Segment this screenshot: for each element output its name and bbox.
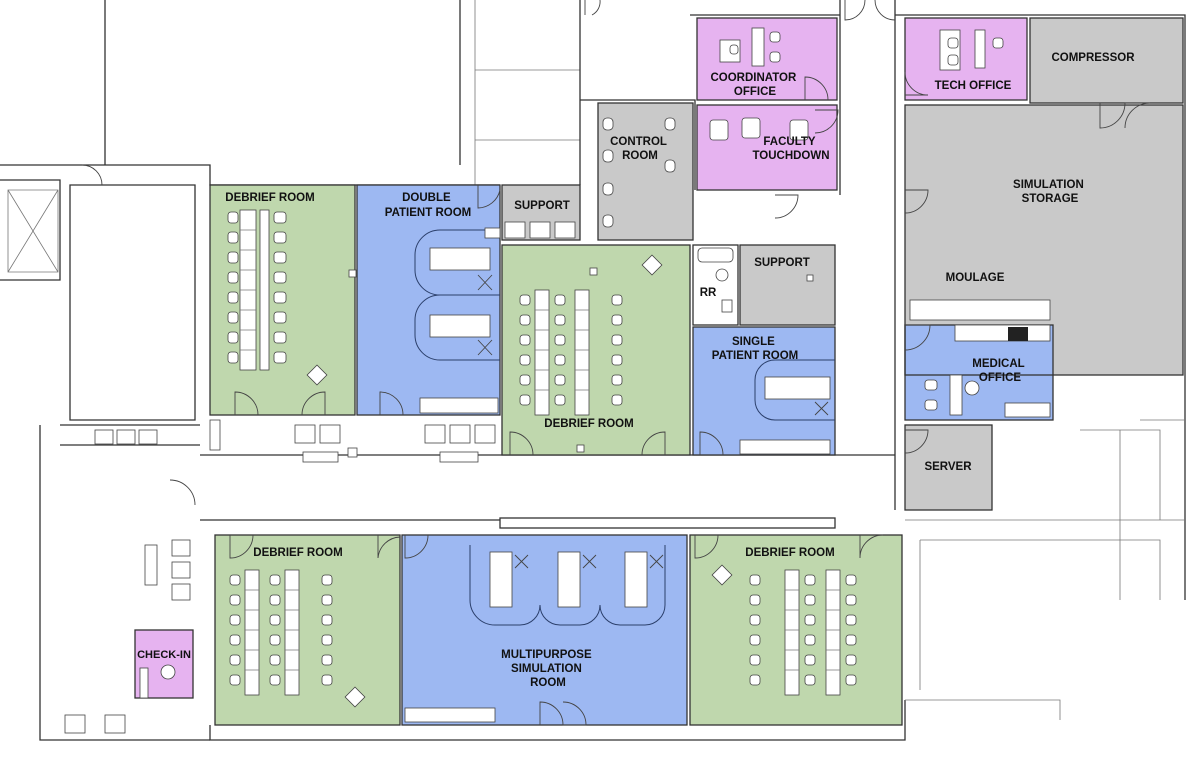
label-multipurpose-simulation-room: MULTIPURPOSE SIMULATION ROOM bbox=[501, 649, 595, 689]
room-walls bbox=[134, 17, 1184, 726]
label-check-in: CHECK-IN bbox=[137, 649, 191, 661]
label-debrief-room-3: DEBRIEF ROOM bbox=[253, 547, 342, 559]
label-moulage: MOULAGE bbox=[946, 272, 1005, 284]
building-outline bbox=[0, 0, 1186, 741]
multipurpose-furniture bbox=[404, 545, 666, 723]
label-tech-office: TECH OFFICE bbox=[935, 80, 1012, 92]
single-patient-furniture bbox=[697, 247, 835, 455]
label-server: SERVER bbox=[924, 461, 972, 473]
debrief-1-furniture bbox=[227, 209, 357, 386]
compressor-area bbox=[1030, 18, 1183, 103]
label-double-patient-room-line1: DOUBLE bbox=[402, 192, 451, 204]
label-control-room: CONTROL ROOM bbox=[610, 136, 670, 162]
label-simulation-storage: SIMULATION STORAGE bbox=[1013, 179, 1087, 205]
label-double-patient-room-line2: PATIENT ROOM bbox=[385, 207, 471, 219]
label-coordinator-office-line2: OFFICE bbox=[734, 86, 776, 98]
label-debrief-room-2: DEBRIEF ROOM bbox=[544, 418, 633, 430]
double-patient-room-area bbox=[357, 185, 500, 415]
label-medical-office-line1: MEDICAL bbox=[972, 358, 1024, 370]
label-control-room-line2: ROOM bbox=[622, 150, 658, 162]
office-furniture bbox=[709, 27, 1004, 141]
double-patient-beds bbox=[414, 221, 576, 414]
label-simulation-storage-line2: STORAGE bbox=[1022, 193, 1079, 205]
label-faculty-touchdown-line2: TOUCHDOWN bbox=[752, 150, 829, 162]
label-medical-office: MEDICAL OFFICE bbox=[972, 358, 1027, 384]
debrief-room-2-area bbox=[502, 245, 690, 455]
support-2-area bbox=[740, 245, 835, 325]
label-medical-office-line2: OFFICE bbox=[979, 372, 1021, 384]
label-compressor: COMPRESSOR bbox=[1051, 52, 1135, 64]
faculty-touchdown-area bbox=[697, 105, 837, 190]
control-room-area bbox=[598, 103, 693, 240]
label-faculty-touchdown: FACULTY TOUCHDOWN bbox=[752, 136, 829, 162]
debrief-room-3-area bbox=[215, 535, 400, 725]
room-fills bbox=[135, 18, 1183, 725]
label-multipurpose-line1: MULTIPURPOSE bbox=[501, 649, 592, 661]
medical-office-furniture bbox=[909, 299, 1051, 418]
debrief-2-furniture bbox=[519, 254, 663, 453]
label-single-patient-room: SINGLE PATIENT ROOM bbox=[712, 336, 798, 362]
label-support-2: SUPPORT bbox=[754, 257, 810, 269]
label-support-1: SUPPORT bbox=[514, 200, 570, 212]
control-room-furniture bbox=[602, 117, 676, 228]
label-debrief-room-4: DEBRIEF ROOM bbox=[745, 547, 834, 559]
label-multipurpose-line2: SIMULATION bbox=[511, 663, 582, 675]
debrief-3-furniture bbox=[229, 569, 366, 708]
label-debrief-room-1: DEBRIEF ROOM bbox=[225, 192, 314, 204]
debrief-4-furniture bbox=[711, 564, 857, 696]
label-single-patient-room-line2: PATIENT ROOM bbox=[712, 350, 798, 362]
label-rr: RR bbox=[700, 287, 717, 299]
label-single-patient-room-line1: SINGLE bbox=[732, 336, 775, 348]
label-simulation-storage-line1: SIMULATION bbox=[1013, 179, 1084, 191]
doors bbox=[81, 0, 1151, 726]
corridor-seating bbox=[64, 419, 496, 734]
room-labels: DEBRIEF ROOM DOUBLE PATIENT ROOM SUPPORT… bbox=[137, 52, 1135, 689]
label-multipurpose-line3: ROOM bbox=[530, 677, 566, 689]
label-coordinator-office: COORDINATOR OFFICE bbox=[710, 72, 799, 98]
label-faculty-touchdown-line1: FACULTY bbox=[763, 136, 816, 148]
tech-office-area bbox=[905, 18, 1027, 100]
label-double-patient-room: DOUBLE PATIENT ROOM bbox=[385, 192, 471, 219]
label-coordinator-office-line1: COORDINATOR bbox=[710, 72, 797, 84]
server-area bbox=[905, 425, 992, 510]
label-control-room-line1: CONTROL bbox=[610, 136, 667, 148]
